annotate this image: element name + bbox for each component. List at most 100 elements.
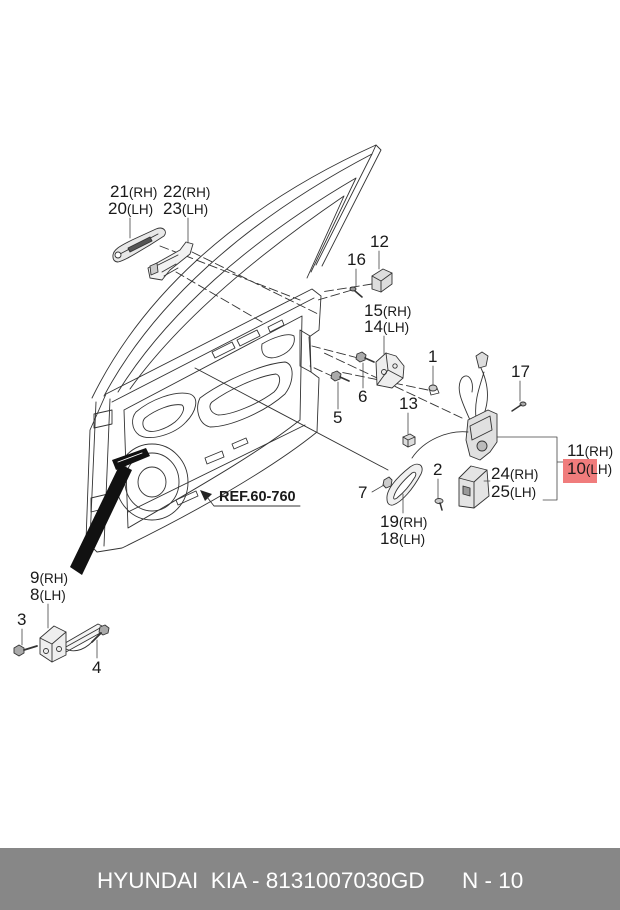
glass-run-inner [129, 195, 345, 390]
actuator-detail [462, 485, 471, 497]
handle-dashed-line-1 [159, 245, 301, 301]
screw-16-shank [354, 290, 363, 298]
exploded-parts-diagram [13, 144, 564, 663]
door-check-highlight [117, 452, 143, 463]
bracket-hole-1 [381, 369, 387, 375]
latch-connector [475, 351, 489, 369]
callout-number: 25 [491, 482, 510, 501]
part12-dashed-line [320, 283, 373, 293]
callout-number: 15 [364, 301, 383, 320]
regulator-slot-1 [211, 341, 236, 359]
callout-5: 5 [333, 409, 342, 426]
regulator-slot-2 [236, 329, 261, 347]
callout-side: (LH) [398, 532, 426, 547]
callout-side: (LH) [509, 485, 537, 500]
inside-handle-opening [393, 471, 417, 500]
thick-leader-arrow [70, 464, 132, 575]
callout-24-rh: 24(RH) [491, 465, 538, 483]
part-2-screw [434, 498, 444, 511]
bracket-hole-2 [392, 363, 398, 369]
lower-slot-2 [231, 437, 249, 450]
bolt-4-shank [91, 632, 102, 643]
part-inside-handle [386, 463, 423, 506]
reference-label: REF.60-760 [219, 489, 296, 505]
callout-side: (LH) [585, 462, 613, 477]
highlight-box [563, 459, 597, 483]
callout-leaders [21, 217, 564, 659]
callout-number: 16 [347, 250, 366, 269]
handle-base-rod [161, 263, 179, 277]
callout-13: 13 [399, 395, 418, 412]
part-13-clip [402, 433, 416, 448]
latch-cable-1 [458, 375, 473, 421]
footer-part-number: HYUNDAI KIA - 8131007030GD [97, 868, 425, 893]
callout-number: 23 [163, 199, 182, 218]
callout-number: 2 [433, 460, 443, 479]
part-12-edges [371, 272, 393, 293]
callout-number: 11 [567, 441, 585, 460]
callout-1: 1 [428, 348, 437, 365]
screw6-dashed-line [311, 345, 359, 359]
front-opening [132, 392, 197, 439]
frame-corner-line [371, 144, 377, 155]
screw-2-head [434, 498, 444, 504]
bolt-1-head [428, 384, 438, 392]
leader-7 [371, 484, 385, 493]
part-door-latch-assembly [411, 351, 498, 461]
lower-slot-1 [204, 450, 225, 465]
clip-7-body [382, 476, 393, 489]
part-handle-base [147, 241, 194, 281]
screw-3-head [13, 644, 25, 657]
callout-number: 4 [92, 658, 102, 677]
callout-side: (LH) [181, 202, 209, 217]
callout-number: 19 [380, 512, 399, 531]
callout-number: 12 [370, 232, 389, 251]
handle-base-tab [149, 262, 159, 276]
part-1-bolt [428, 384, 440, 396]
callout-number: 10 [567, 459, 586, 478]
latch-cable-2 [475, 371, 485, 419]
lock-notch-detail [299, 329, 312, 373]
callout-8-lh: 8(LH) [30, 586, 66, 604]
callout-side: (LH) [126, 202, 154, 217]
bracket-body [375, 352, 405, 389]
callout-number: 3 [17, 610, 27, 629]
checker-bracket [39, 625, 67, 663]
callout-number: 14 [364, 317, 383, 336]
regulator-slot-3 [267, 319, 285, 333]
screw-3-shank [23, 645, 38, 651]
lock-dashed-line [321, 351, 463, 419]
actuator-edge [458, 469, 488, 509]
checker-hole-2 [56, 646, 62, 652]
part-7-clip [382, 476, 393, 489]
callout-3: 3 [17, 611, 26, 628]
callout-number: 22 [163, 182, 182, 201]
center-opening [197, 361, 293, 428]
callout-number: 1 [428, 347, 438, 366]
part-16-screw [349, 286, 363, 298]
panel-crease [127, 424, 306, 513]
callout-number: 7 [358, 483, 368, 502]
hinge-face-front [89, 401, 97, 541]
door-panel-outline [85, 288, 322, 553]
callout-number: 13 [399, 394, 418, 413]
callout-19-rh: 19(RH) [380, 513, 427, 531]
screw-2-shank [439, 502, 443, 511]
callout-17: 17 [511, 363, 530, 380]
callout-11-rh: 11(RH) [567, 442, 613, 460]
callout-number: 18 [380, 529, 399, 548]
callout-4: 4 [92, 659, 101, 676]
clip-13-body [402, 433, 416, 448]
callout-2: 2 [433, 461, 442, 478]
part-5-screw [330, 370, 350, 382]
key-cylinder-icon [114, 251, 122, 259]
callout-20-lh: 20(LH) [108, 200, 153, 218]
rear-opening [261, 334, 295, 359]
screw-17-shank [511, 404, 522, 412]
callout-side: (RH) [128, 185, 158, 200]
latch-claw [476, 440, 488, 452]
part-4-bolt [65, 624, 110, 652]
bracket-edge [376, 352, 404, 386]
ref-arrow-line [206, 496, 301, 507]
